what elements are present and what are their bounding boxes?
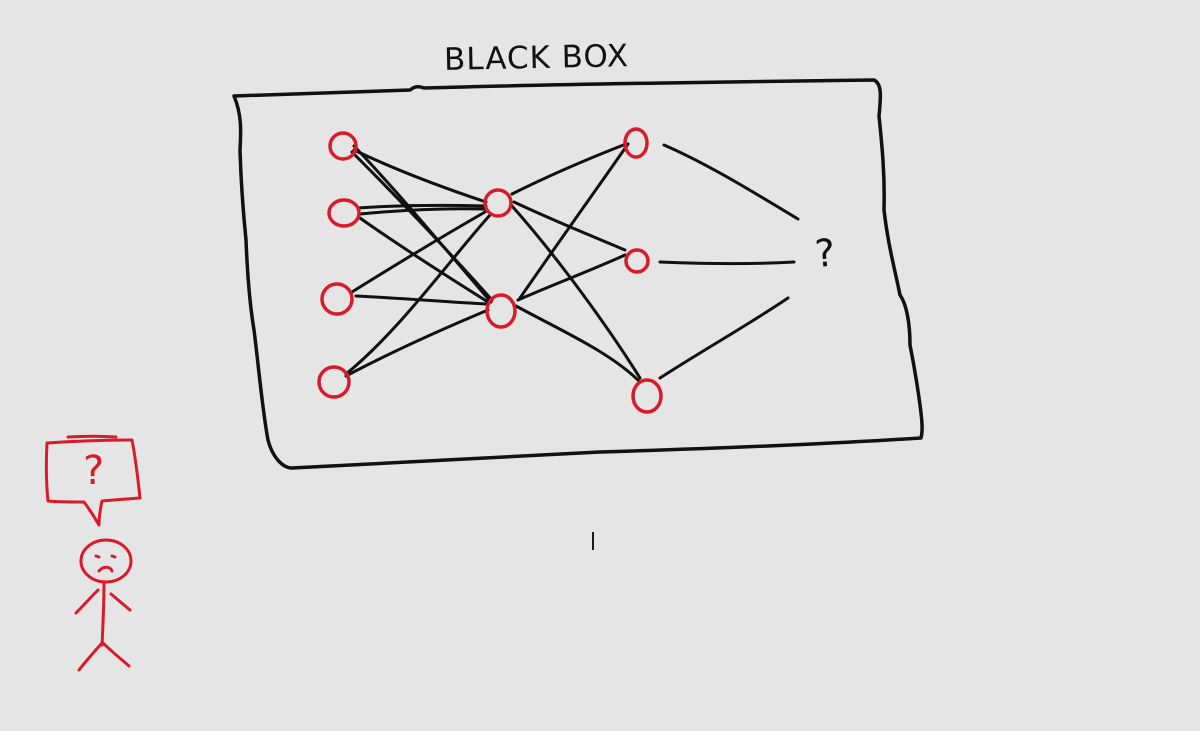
figure-right-leg bbox=[101, 641, 131, 668]
connection-hidden-2-output-2 bbox=[516, 253, 627, 302]
neuron-output-1 bbox=[623, 127, 649, 159]
connection-input-1-hidden-2 bbox=[352, 144, 493, 304]
connection-input-1-hidden-1 bbox=[352, 148, 488, 204]
connection-input-3-hidden-1 bbox=[350, 210, 487, 294]
connection-output-2-question bbox=[658, 260, 796, 265]
neuron-input-1 bbox=[328, 131, 358, 161]
figure-body bbox=[100, 580, 106, 647]
figure-left-eye bbox=[94, 554, 101, 559]
connection-input-2-hidden-1b bbox=[358, 207, 486, 216]
connection-output-1-question bbox=[662, 143, 800, 221]
figure-head bbox=[79, 538, 133, 584]
connection-output-3-question bbox=[658, 296, 790, 380]
black-box-border bbox=[232, 78, 924, 470]
connection-input-2-hidden-2 bbox=[358, 216, 490, 304]
connection-input-4-hidden-1 bbox=[344, 213, 492, 376]
connection-input-2-hidden-1 bbox=[356, 203, 488, 210]
neuron-input-2 bbox=[327, 198, 361, 228]
neuron-input-3 bbox=[320, 282, 354, 316]
neuron-output-3 bbox=[631, 378, 663, 414]
speech-bubble-top-stroke bbox=[66, 434, 118, 439]
connection-hidden-2-output-1 bbox=[518, 142, 630, 300]
figure-right-arm bbox=[109, 592, 132, 612]
neuron-hidden-1 bbox=[483, 188, 513, 218]
connection-hidden-1-output-2 bbox=[512, 200, 627, 252]
connection-input-3-hidden-2 bbox=[354, 294, 489, 306]
input-layer bbox=[317, 131, 361, 399]
figure-left-leg bbox=[77, 641, 104, 672]
sad-stick-figure-icon bbox=[74, 538, 133, 672]
speech-bubble-icon bbox=[44, 434, 142, 527]
neuron-output-2 bbox=[624, 248, 650, 274]
hidden-layer bbox=[483, 188, 517, 329]
output-layer bbox=[623, 127, 663, 414]
network-connections bbox=[344, 142, 800, 384]
speech-bubble-outline bbox=[44, 438, 142, 527]
connection-hidden-2-output-3 bbox=[514, 304, 642, 384]
connection-input-4-hidden-2 bbox=[344, 308, 490, 378]
black-box-title: BLACK BOX bbox=[443, 38, 630, 78]
connection-input-1-hidden-2b bbox=[350, 150, 494, 302]
figure-frown bbox=[97, 565, 114, 573]
neuron-input-4 bbox=[317, 365, 351, 399]
speech-bubble-question-mark: ? bbox=[83, 448, 105, 494]
figure-left-arm bbox=[74, 588, 100, 615]
neuron-hidden-2 bbox=[485, 293, 517, 329]
figure-right-eye bbox=[110, 554, 117, 559]
network-output-question-mark: ? bbox=[813, 230, 838, 277]
text-cursor bbox=[592, 532, 594, 550]
connection-hidden-1-output-1 bbox=[510, 142, 628, 196]
connection-hidden-1-output-3 bbox=[510, 204, 642, 380]
